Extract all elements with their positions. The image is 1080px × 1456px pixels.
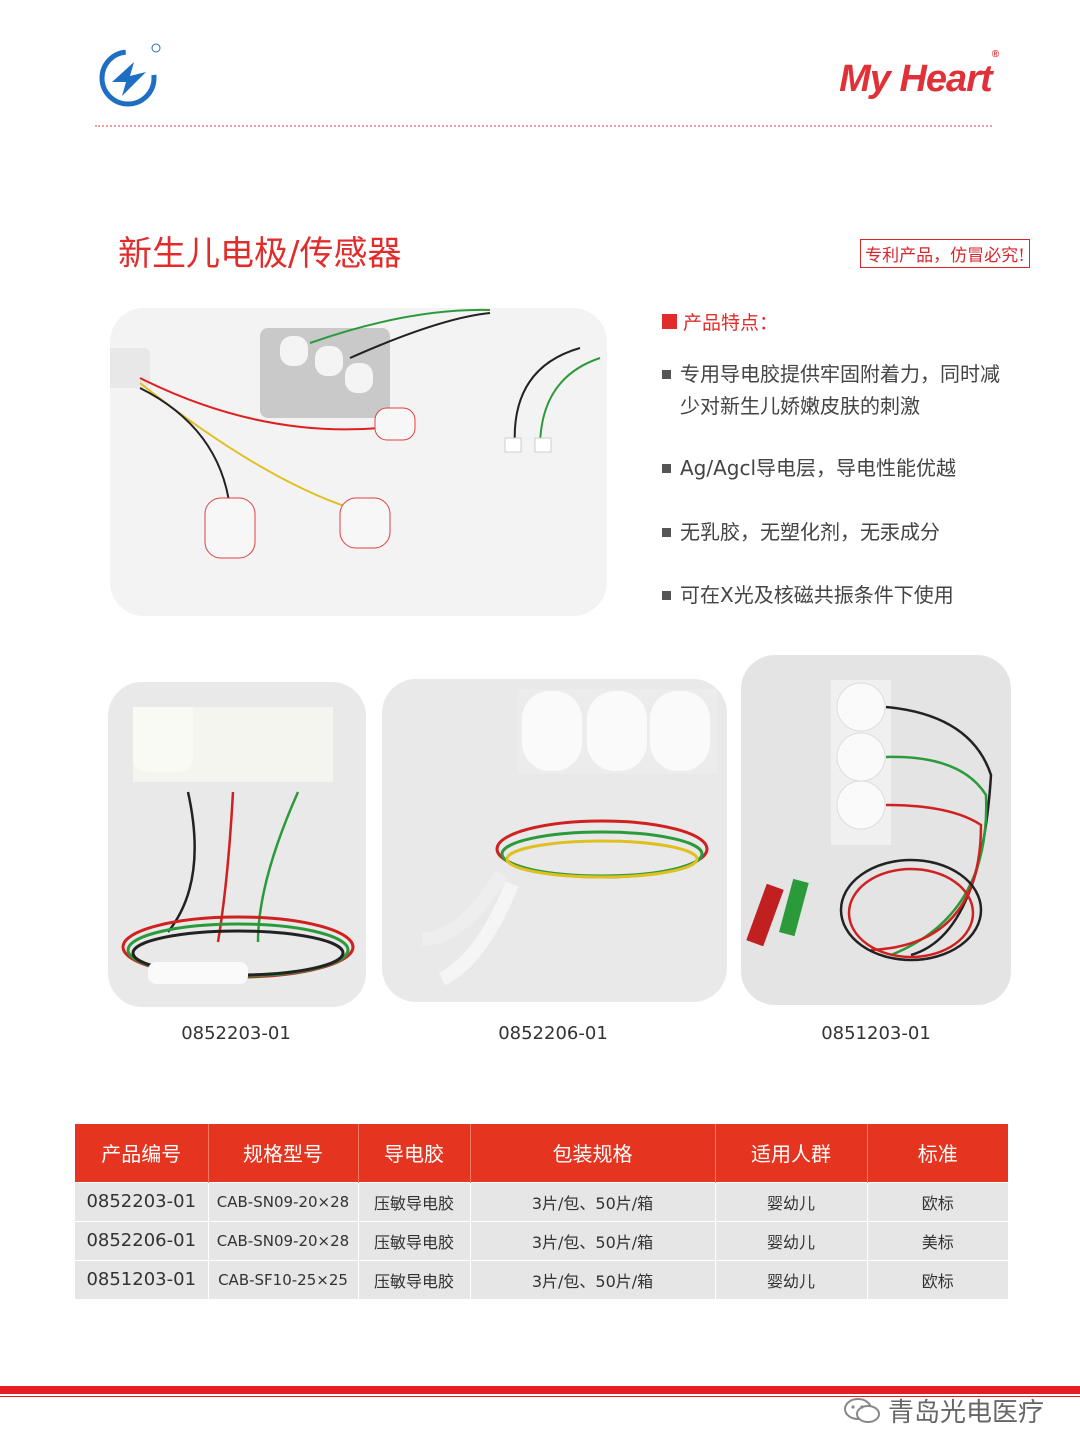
bullet-icon (662, 370, 671, 379)
bullet-icon (662, 464, 671, 473)
cell-product-code: 0852203-01 (75, 1181, 209, 1221)
cell-model: CAB-SF10-25×25 (208, 1259, 359, 1299)
company-logo (90, 38, 170, 118)
caption-0851203: 0851203-01 (821, 1023, 931, 1044)
col-header: 导电胶 (358, 1124, 471, 1182)
cell-gel: 压敏导电胶 (358, 1181, 471, 1221)
red-square-icon (662, 314, 677, 329)
cell-population: 婴幼儿 (715, 1259, 868, 1299)
cell-model: CAB-SN09-20×28 (208, 1220, 359, 1260)
cell-standard: 欧标 (867, 1259, 1008, 1299)
page-title: 新生儿电极/传感器 (118, 234, 402, 274)
cell-population: 婴幼儿 (715, 1181, 868, 1221)
cell-packaging: 3片/包、50片/箱 (470, 1220, 716, 1260)
product-photo-main (110, 308, 607, 616)
cell-gel: 压敏导电胶 (358, 1259, 471, 1299)
wechat-watermark: 青岛光电医疗 (842, 1392, 1044, 1429)
caption-0852206: 0852206-01 (498, 1023, 608, 1044)
cell-standard: 美标 (867, 1220, 1008, 1260)
product-photo-0852206 (382, 679, 727, 1002)
spec-table: 产品编号 规格型号 导电胶 包装规格 适用人群 标准 0852203-01 CA… (75, 1124, 1008, 1299)
cell-packaging: 3片/包、50片/箱 (470, 1259, 716, 1299)
table-header-row: 产品编号 规格型号 导电胶 包装规格 适用人群 标准 (75, 1124, 1008, 1182)
feature-item: 无乳胶，无塑化剂，无汞成分 (662, 516, 1010, 548)
patent-notice: 专利产品，仿冒必究! (860, 239, 1030, 268)
bullet-icon (662, 591, 671, 600)
cell-gel: 压敏导电胶 (358, 1220, 471, 1260)
col-header: 规格型号 (208, 1124, 359, 1182)
cell-standard: 欧标 (867, 1181, 1008, 1221)
col-header: 产品编号 (75, 1124, 209, 1182)
footer-bar (0, 1386, 1080, 1394)
caption-0852203: 0852203-01 (181, 1023, 291, 1044)
table-row: 0852203-01 CAB-SN09-20×28 压敏导电胶 3片/包、50片… (75, 1181, 1008, 1221)
table-row: 0852206-01 CAB-SN09-20×28 压敏导电胶 3片/包、50片… (75, 1220, 1008, 1260)
cell-model: CAB-SN09-20×28 (208, 1181, 359, 1221)
feature-item: Ag/Agcl导电层，导电性能优越 (662, 452, 1010, 484)
product-photo-0852203 (108, 682, 366, 1007)
cell-population: 婴幼儿 (715, 1220, 868, 1260)
header-divider (95, 125, 992, 127)
wechat-icon (843, 1397, 880, 1423)
brand-wordmark: My Heart® (839, 49, 999, 100)
col-header: 包装规格 (470, 1124, 716, 1182)
feature-item: 专用导电胶提供牢固附着力，同时减少对新生儿娇嫩皮肤的刺激 (662, 358, 1010, 422)
features-heading: 产品特点： (662, 308, 1042, 335)
feature-item: 可在X光及核磁共振条件下使用 (662, 579, 1010, 611)
cell-product-code: 0852206-01 (75, 1220, 209, 1260)
product-photo-0851203 (741, 655, 1011, 1005)
col-header: 适用人群 (715, 1124, 868, 1182)
cell-packaging: 3片/包、50片/箱 (470, 1181, 716, 1221)
cell-product-code: 0851203-01 (75, 1259, 209, 1299)
table-row: 0851203-01 CAB-SF10-25×25 压敏导电胶 3片/包、50片… (75, 1259, 1008, 1299)
bullet-icon (662, 528, 671, 537)
col-header: 标准 (867, 1124, 1008, 1182)
footer-divider (0, 1396, 1080, 1397)
features-panel: 产品特点： 专用导电胶提供牢固附着力，同时减少对新生儿娇嫩皮肤的刺激 Ag/Ag… (662, 308, 1042, 607)
